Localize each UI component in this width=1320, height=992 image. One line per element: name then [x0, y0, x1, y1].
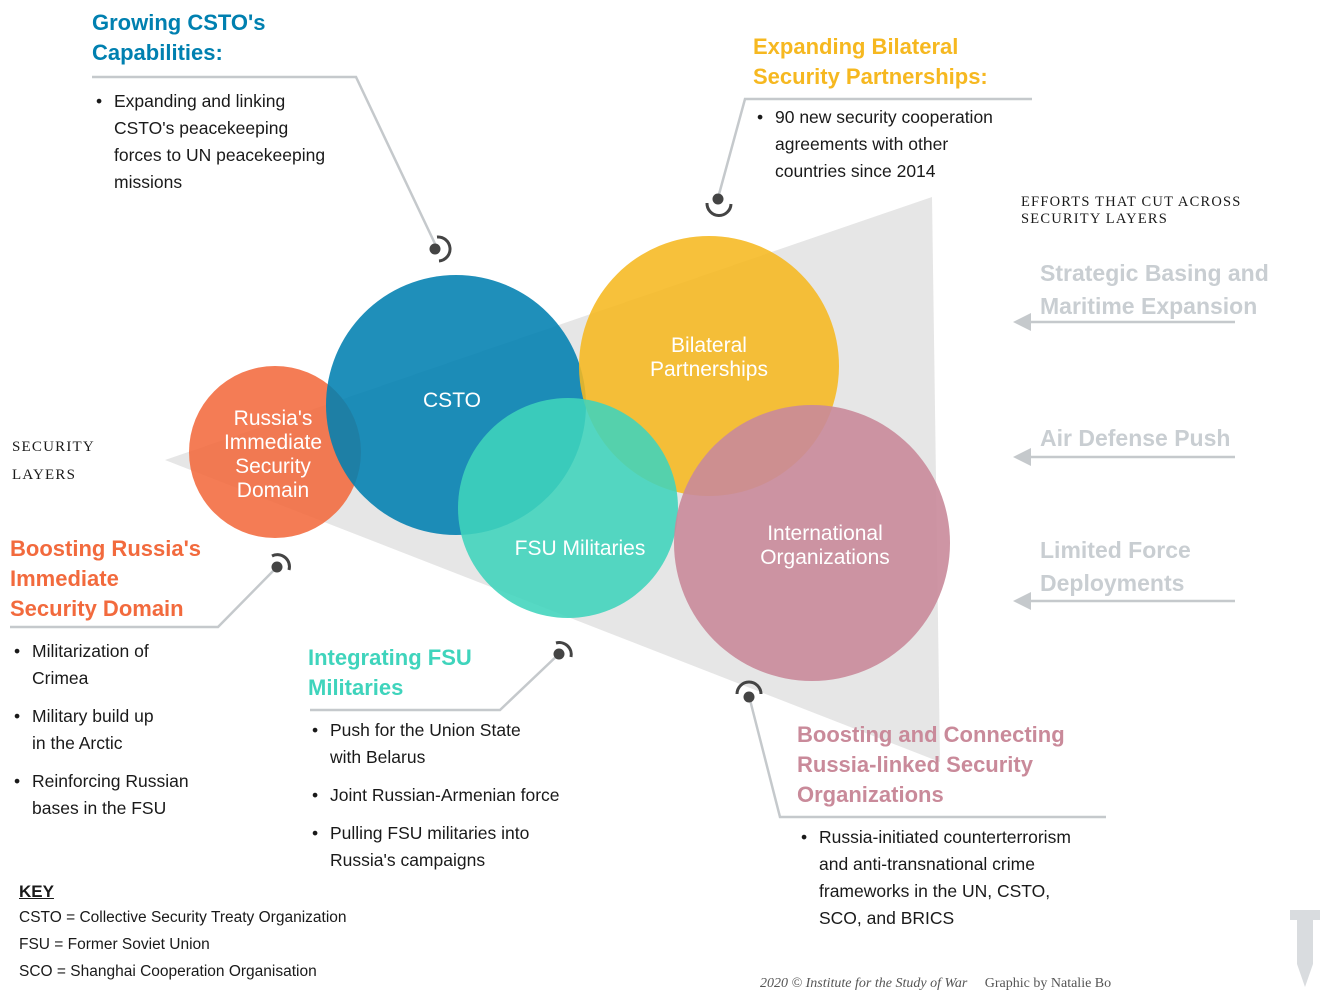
csto-circle-label: CSTO: [423, 389, 481, 412]
russia-circle-label: Russia's Immediate Security Domain: [223, 407, 323, 502]
key-legend: KEY CSTO = Collective Security Treaty Or…: [19, 882, 439, 985]
key-item: FSU = Former Soviet Union: [19, 936, 210, 953]
arrow-icon: [1013, 592, 1031, 610]
fsu-leader-line: [310, 651, 562, 712]
target-marker-icon: [735, 680, 763, 703]
footer-copyright: 2020 © Institute for the Study of War Gr…: [760, 976, 1111, 992]
csto-callout: Growing CSTO's Capabilities: Expanding a…: [92, 8, 392, 196]
intl-leader-line: [747, 695, 1106, 819]
list-item: Reinforcing Russian bases in the FSU: [10, 768, 240, 822]
cross-cutting-label: EFFORTS THAT CUT ACROSS SECURITY LAYERS: [1021, 194, 1242, 227]
arrow-icon: [1013, 448, 1031, 466]
fsu-circle: [458, 398, 678, 618]
list-item: Joint Russian-Armenian force: [308, 782, 608, 809]
russia-leader-line: [10, 565, 279, 629]
csto-callout-list: Expanding and linking CSTO's peacekeepin…: [92, 88, 392, 196]
csto-leader-line: [92, 75, 439, 249]
intl-callout-list: Russia-initiated counterterrorism and an…: [797, 824, 1127, 932]
cross-effort-air-defense: Air Defense Push: [1040, 425, 1231, 451]
cross-effort-basing: Strategic Basing and Maritime Expansion: [1040, 260, 1269, 319]
security-layers-label: SECURITY LAYERS: [12, 439, 95, 483]
target-marker-icon: [705, 193, 733, 217]
list-item: 90 new security cooperation agreements w…: [753, 104, 1053, 185]
list-item: Militarization of Crimea: [10, 638, 240, 692]
target-marker-icon: [429, 235, 452, 263]
bilateral-callout-heading: Expanding Bilateral Security Partnership…: [753, 34, 988, 89]
footer-copyright-text: 2020 © Institute for the Study of War: [760, 976, 968, 991]
bilateral-leader-line: [716, 97, 1032, 199]
key-item: CSTO = Collective Security Treaty Organi…: [19, 909, 347, 926]
isw-logo: [1290, 910, 1320, 987]
intl-callout: Boosting and Connecting Russia-linked Se…: [797, 720, 1127, 932]
bilateral-callout: Expanding Bilateral Security Partnership…: [753, 32, 1053, 185]
list-item: Military build up in the Arctic: [10, 703, 240, 757]
russia-circle: [189, 366, 361, 538]
list-item: Russia-initiated counterterrorism and an…: [797, 824, 1127, 932]
list-item: Expanding and linking CSTO's peacekeepin…: [92, 88, 392, 196]
russia-callout-list: Militarization of Crimea Military build …: [10, 638, 240, 822]
csto-callout-heading: Growing CSTO's Capabilities:: [92, 10, 266, 65]
list-item: Pulling FSU militaries into Russia's cam…: [308, 820, 608, 874]
key-title: KEY: [19, 882, 54, 901]
fsu-callout-heading: Integrating FSU Militaries: [308, 645, 472, 700]
footer-credit: Graphic by Natalie Bo: [984, 976, 1112, 991]
key-item: SCO = Shanghai Cooperation Organisation: [19, 963, 317, 980]
list-item: Push for the Union State with Belarus: [308, 717, 608, 771]
bilateral-callout-list: 90 new security cooperation agreements w…: [753, 104, 1053, 185]
fsu-callout: Integrating FSU Militaries Push for the …: [308, 643, 608, 885]
fsu-circle-label: FSU Militaries: [514, 537, 646, 560]
target-marker-icon: [271, 553, 291, 573]
cross-effort-deployments: Limited Force Deployments: [1040, 537, 1191, 596]
russia-callout: Boosting Russia's Immediate Security Dom…: [10, 534, 240, 833]
fsu-callout-list: Push for the Union State with Belarus Jo…: [308, 717, 608, 874]
bilateral-circle-label: Bilateral Partnerships: [650, 334, 768, 381]
intl-circle-label: International Organizations: [760, 522, 890, 569]
intl-callout-heading: Boosting and Connecting Russia-linked Se…: [797, 722, 1065, 807]
russia-callout-heading: Boosting Russia's Immediate Security Dom…: [10, 536, 202, 621]
target-marker-icon: [553, 641, 573, 660]
intl-circle: [674, 405, 950, 681]
arrow-icon: [1013, 313, 1031, 331]
